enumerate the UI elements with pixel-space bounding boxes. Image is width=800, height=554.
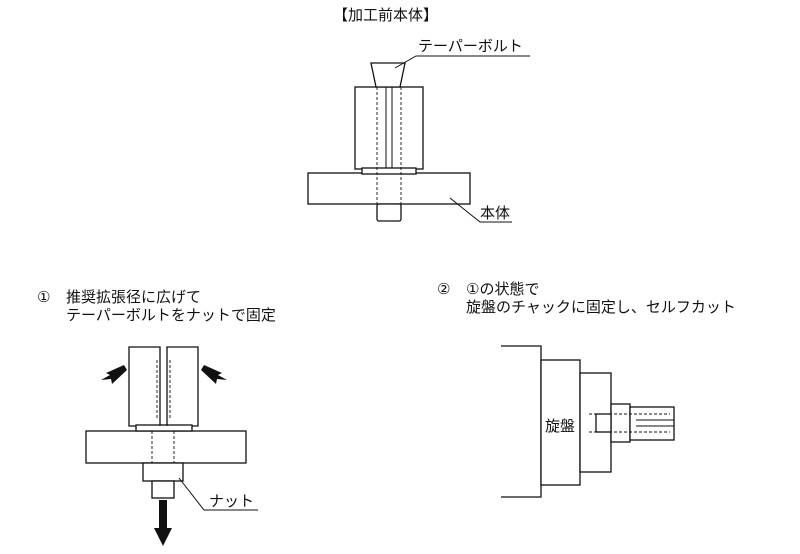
top-slit <box>385 87 393 168</box>
step1-assembly <box>85 346 247 499</box>
step1-sleeve-right <box>166 346 199 427</box>
step2-lathe-body <box>501 345 542 498</box>
step1-line2: テーパーボルトをナットで固定 <box>66 306 276 324</box>
step2-assembly <box>501 345 675 498</box>
step1-nut <box>142 462 184 482</box>
taper-bolt-label: テーパーボルト <box>418 37 523 55</box>
step1-expand-arrows <box>101 365 227 384</box>
top-sleeve <box>354 86 424 170</box>
step2-slit <box>636 419 674 427</box>
step1-line1: 推奨拡張径に広げて <box>66 288 202 306</box>
step1-slit-lines <box>159 347 168 426</box>
arrow-right-icon <box>201 365 227 384</box>
step1-hidden-lines <box>151 360 175 463</box>
arrow-left-icon <box>101 365 127 384</box>
lathe-label: 旋盤 <box>545 417 576 435</box>
nut-label: ナット <box>209 492 255 510</box>
step1-number: ① <box>37 288 51 306</box>
step2-line1: ①の状態で <box>466 280 540 298</box>
top-hidden-lines <box>376 87 402 204</box>
step2-number: ② <box>437 280 451 298</box>
top-leaders <box>394 55 530 223</box>
step1-body-flange <box>85 430 247 464</box>
top-bolt-shank <box>376 203 402 222</box>
step1-sleeve-left <box>128 346 161 427</box>
top-assembly <box>307 62 471 222</box>
step2-sleeve <box>629 406 675 441</box>
step1-leader <box>178 477 258 511</box>
top-sleeve-collar <box>361 167 417 175</box>
top-taper-bolt-head <box>370 62 406 88</box>
top-title: 【加工前本体】 <box>333 6 439 24</box>
step2-line2: 旋盤のチャックに固定し、セルフカット <box>466 298 736 316</box>
step1-pull-arrow <box>154 500 172 546</box>
body-label: 本体 <box>480 204 511 222</box>
step1-bolt-end <box>151 480 175 499</box>
top-body-flange <box>307 172 471 205</box>
step2-bolt-shank <box>595 413 612 433</box>
step2-nut <box>610 403 631 443</box>
step2-hidden-lines <box>589 413 670 433</box>
step1-sleeve-collar <box>135 424 193 432</box>
